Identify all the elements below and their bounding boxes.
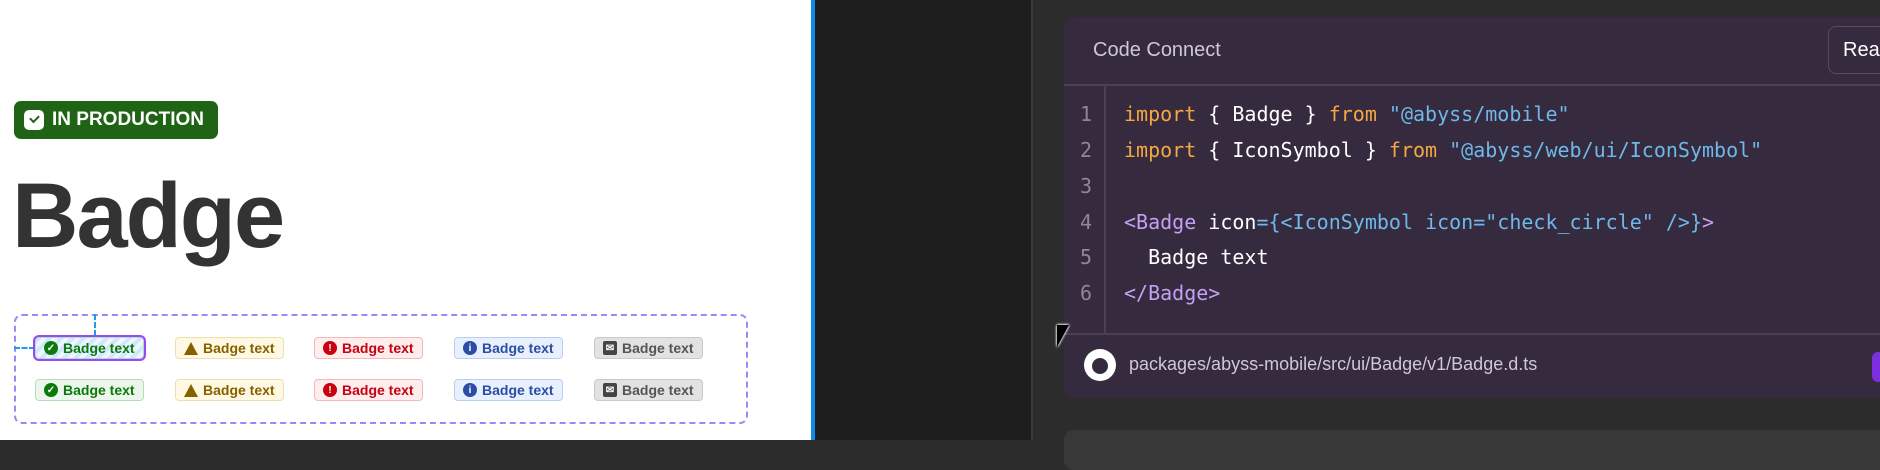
badge-label: Badge text: [203, 382, 275, 398]
line-number: 1: [1080, 102, 1093, 126]
dev-panel-gutter: [815, 0, 1031, 440]
code-connect-title: Code Connect: [1093, 39, 1221, 61]
badge-success[interactable]: ✓ Badge text: [35, 379, 144, 401]
code-token: "@abyss/web/ui/IconSymbol": [1437, 138, 1763, 162]
check-square-icon: [24, 110, 44, 130]
badge-label: Badge text: [482, 340, 554, 356]
open-source-button[interactable]: [1872, 352, 1880, 382]
in-production-label: IN PRODUCTION: [52, 109, 204, 130]
info-circle-icon: i: [463, 383, 477, 397]
line-number: 4: [1080, 210, 1093, 234]
line-number: 5: [1080, 245, 1093, 269]
component-set-frame[interactable]: [14, 314, 748, 424]
code-connect-card: Code Connect Rea 1 2 3 4 5 6 import { Badge } …: [1064, 17, 1880, 398]
page-title: Badge: [12, 165, 285, 267]
code-token: ={<IconSymbol icon="check_circle" />}: [1256, 210, 1702, 234]
badge-warning[interactable]: Badge text: [175, 379, 284, 401]
code-line: <Badge icon={<IconSymbol icon="check_cir…: [1124, 210, 1714, 234]
code-token: import: [1124, 138, 1197, 162]
badge-error[interactable]: ! Badge text: [314, 379, 423, 401]
code-token: icon: [1196, 210, 1257, 234]
badge-warning[interactable]: Badge text: [175, 337, 284, 359]
code-token: "@abyss/mobile": [1376, 102, 1570, 126]
code-connect-footer: packages/abyss-mobile/src/ui/Badge/v1/Ba…: [1064, 335, 1880, 395]
badge-label: Badge text: [622, 382, 694, 398]
code-connect-header: Code Connect Rea: [1064, 17, 1880, 86]
code-token: { IconSymbol }: [1196, 138, 1389, 162]
panel-resize-handle[interactable]: [1031, 0, 1033, 440]
canvas-edge-highlight: [811, 0, 815, 440]
framework-select-button[interactable]: Rea: [1828, 26, 1880, 74]
badge-label: Badge text: [63, 382, 135, 398]
code-token: { Badge }: [1196, 102, 1329, 126]
code-line: Badge text: [1124, 245, 1269, 269]
in-production-badge: IN PRODUCTION: [14, 101, 218, 139]
badge-success[interactable]: ✓ Badge text: [33, 335, 146, 361]
line-number: 3: [1080, 174, 1093, 198]
spacing-guide-vertical: [94, 314, 96, 336]
badge-info[interactable]: i Badge text: [454, 337, 563, 359]
badge-label: Badge text: [622, 340, 694, 356]
code-token: from: [1328, 102, 1377, 126]
code-token: import: [1124, 102, 1197, 126]
badge-label: Badge text: [203, 340, 275, 356]
error-circle-icon: !: [323, 341, 337, 355]
warning-triangle-icon: [184, 383, 198, 397]
line-number-gutter: [1064, 86, 1106, 335]
line-number: 2: [1080, 138, 1093, 162]
info-circle-icon: i: [463, 341, 477, 355]
badge-error[interactable]: ! Badge text: [314, 337, 423, 359]
code-line: import { Badge } from "@abyss/mobile": [1124, 102, 1570, 126]
badge-neutral[interactable]: ✉ Badge text: [594, 379, 703, 401]
code-token: <Badge: [1124, 210, 1197, 234]
next-section-card: [1064, 430, 1880, 470]
badge-label: Badge text: [342, 382, 414, 398]
error-circle-icon: !: [323, 383, 337, 397]
code-token: >: [1702, 210, 1715, 234]
mail-icon: ✉: [603, 341, 617, 355]
badge-neutral[interactable]: ✉ Badge text: [594, 337, 703, 359]
code-token: </Badge>: [1124, 281, 1221, 305]
mouse-cursor-icon: [1057, 325, 1069, 347]
badge-label: Badge text: [63, 340, 135, 356]
source-file-link[interactable]: packages/abyss-mobile/src/ui/Badge/v1/Ba…: [1129, 354, 1538, 374]
code-token: Badge text: [1124, 245, 1269, 269]
line-number: 6: [1080, 281, 1093, 305]
badge-label: Badge text: [342, 340, 414, 356]
check-circle-icon: ✓: [44, 383, 58, 397]
spacing-guide-horizontal: [14, 347, 35, 349]
code-line: import { IconSymbol } from "@abyss/web/u…: [1124, 138, 1762, 162]
badge-info[interactable]: i Badge text: [454, 379, 563, 401]
code-block[interactable]: 1 2 3 4 5 6 import { Badge } from "@abyss/mobi…: [1064, 86, 1880, 335]
code-token: from: [1388, 138, 1438, 162]
check-circle-icon: ✓: [44, 341, 58, 355]
mail-icon: ✉: [603, 383, 617, 397]
github-icon[interactable]: [1084, 349, 1116, 381]
code-line: </Badge>: [1124, 281, 1220, 305]
warning-triangle-icon: [184, 341, 198, 355]
badge-label: Badge text: [482, 382, 554, 398]
